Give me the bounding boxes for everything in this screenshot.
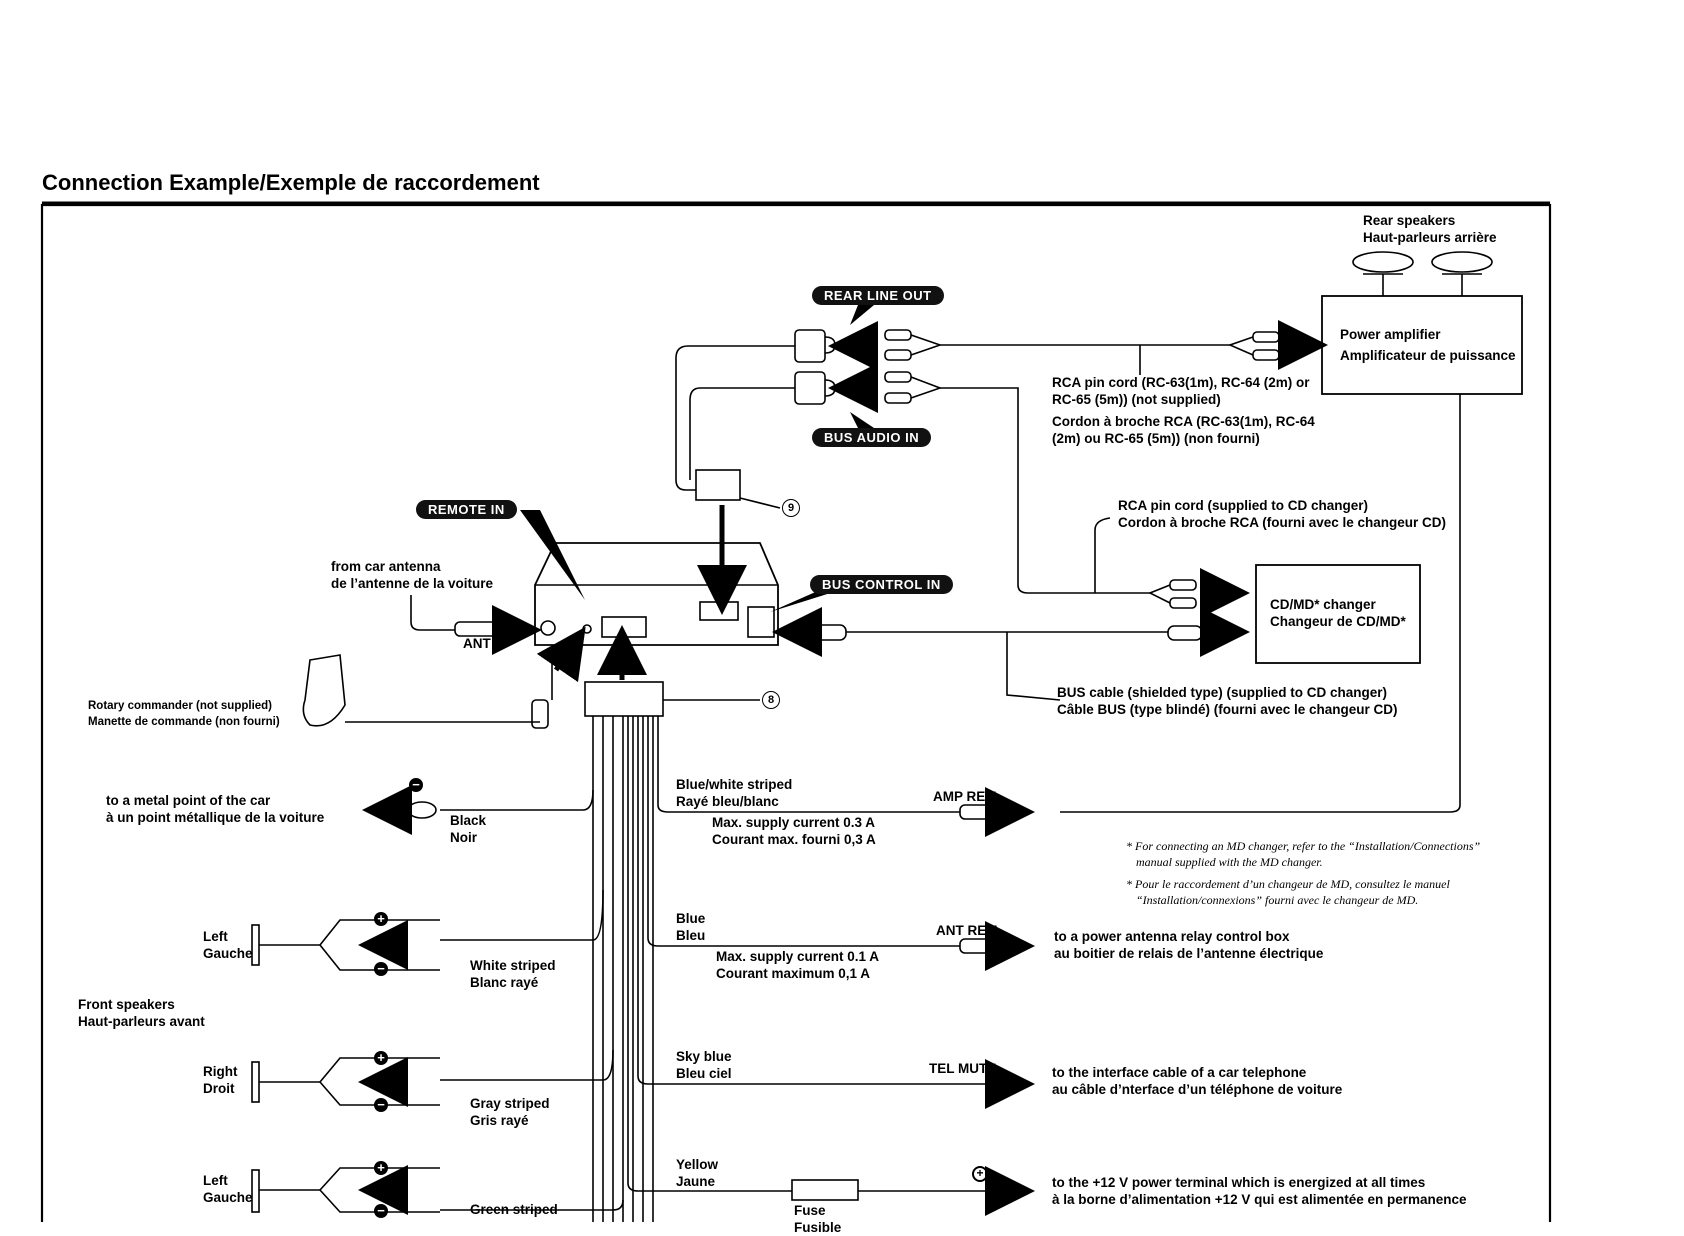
- speaker-left-rear-minus-icon: −: [374, 1204, 388, 1218]
- md-note: * For connecting an MD changer, refer to…: [1126, 839, 1481, 907]
- speaker-right-front-minus-icon: −: [374, 1098, 388, 1112]
- callout-nine: 9: [782, 499, 800, 517]
- bus-cable-label: BUS cable (shielded type) (supplied to C…: [1057, 685, 1398, 717]
- tel-mute-label: TEL MUTE: [929, 1061, 997, 1076]
- speaker-left-rear-stripe: Green striped: [470, 1202, 558, 1217]
- page-title: Connection Example/Exemple de raccordeme…: [42, 170, 540, 195]
- ant-label: ANT: [463, 636, 491, 651]
- bus-audio-in-connector: [794, 371, 826, 405]
- frame-border: [40, 203, 1552, 1222]
- minus-sign-icon: −: [409, 778, 423, 792]
- rotary-commander-icon: [302, 654, 346, 727]
- speaker-left-front-minus-icon: −: [374, 962, 388, 976]
- rca-supplied-label: RCA pin cord (supplied to CD changer)Cor…: [1118, 498, 1447, 530]
- amp-rem-label: AMP REM: [933, 789, 997, 804]
- remote-jack-icon: [582, 624, 592, 634]
- rear-line-out-connector: [794, 329, 826, 363]
- connector-nine: [695, 469, 741, 501]
- connector-eight: [584, 681, 664, 717]
- fuse-icon: [791, 1179, 859, 1201]
- tel-mute-destination: to the interface cable of a car telephon…: [1052, 1065, 1343, 1097]
- speaker-right-front-plus-icon: +: [374, 1051, 388, 1065]
- speaker-left-rear-icon: [251, 1167, 440, 1213]
- plus-sign-icon: +: [972, 1166, 988, 1182]
- head-unit: [534, 542, 779, 646]
- badge-bus-control-in: BUS CONTROL IN: [810, 575, 953, 594]
- rca-cord-cd: [940, 387, 1150, 594]
- badge-remote-in: REMOTE IN: [416, 500, 517, 519]
- cd-changer-box: [1255, 564, 1421, 664]
- rotary-commander-label: Rotary commander (not supplied)Manette d…: [88, 700, 280, 728]
- speaker-left-rear-plus-icon: +: [374, 1161, 388, 1175]
- wire-harness: [592, 716, 654, 1222]
- badge-rear-line-out: REAR LINE OUT: [812, 286, 944, 305]
- power-destination: to the +12 V power terminal which is ene…: [1052, 1175, 1467, 1207]
- ant-rem-label: ANT REM: [936, 923, 998, 938]
- speaker-left-front-plus-icon: +: [374, 912, 388, 926]
- ant-jack-icon: [540, 620, 556, 636]
- speaker-left-front-icon: [251, 919, 440, 971]
- speaker-right-front-icon: [251, 1057, 440, 1106]
- rear-speaker-icons: [1352, 251, 1493, 296]
- badge-bus-audio-in: BUS AUDIO IN: [812, 428, 932, 447]
- callout-eight: 8: [762, 691, 780, 709]
- antenna-cable: [410, 595, 455, 631]
